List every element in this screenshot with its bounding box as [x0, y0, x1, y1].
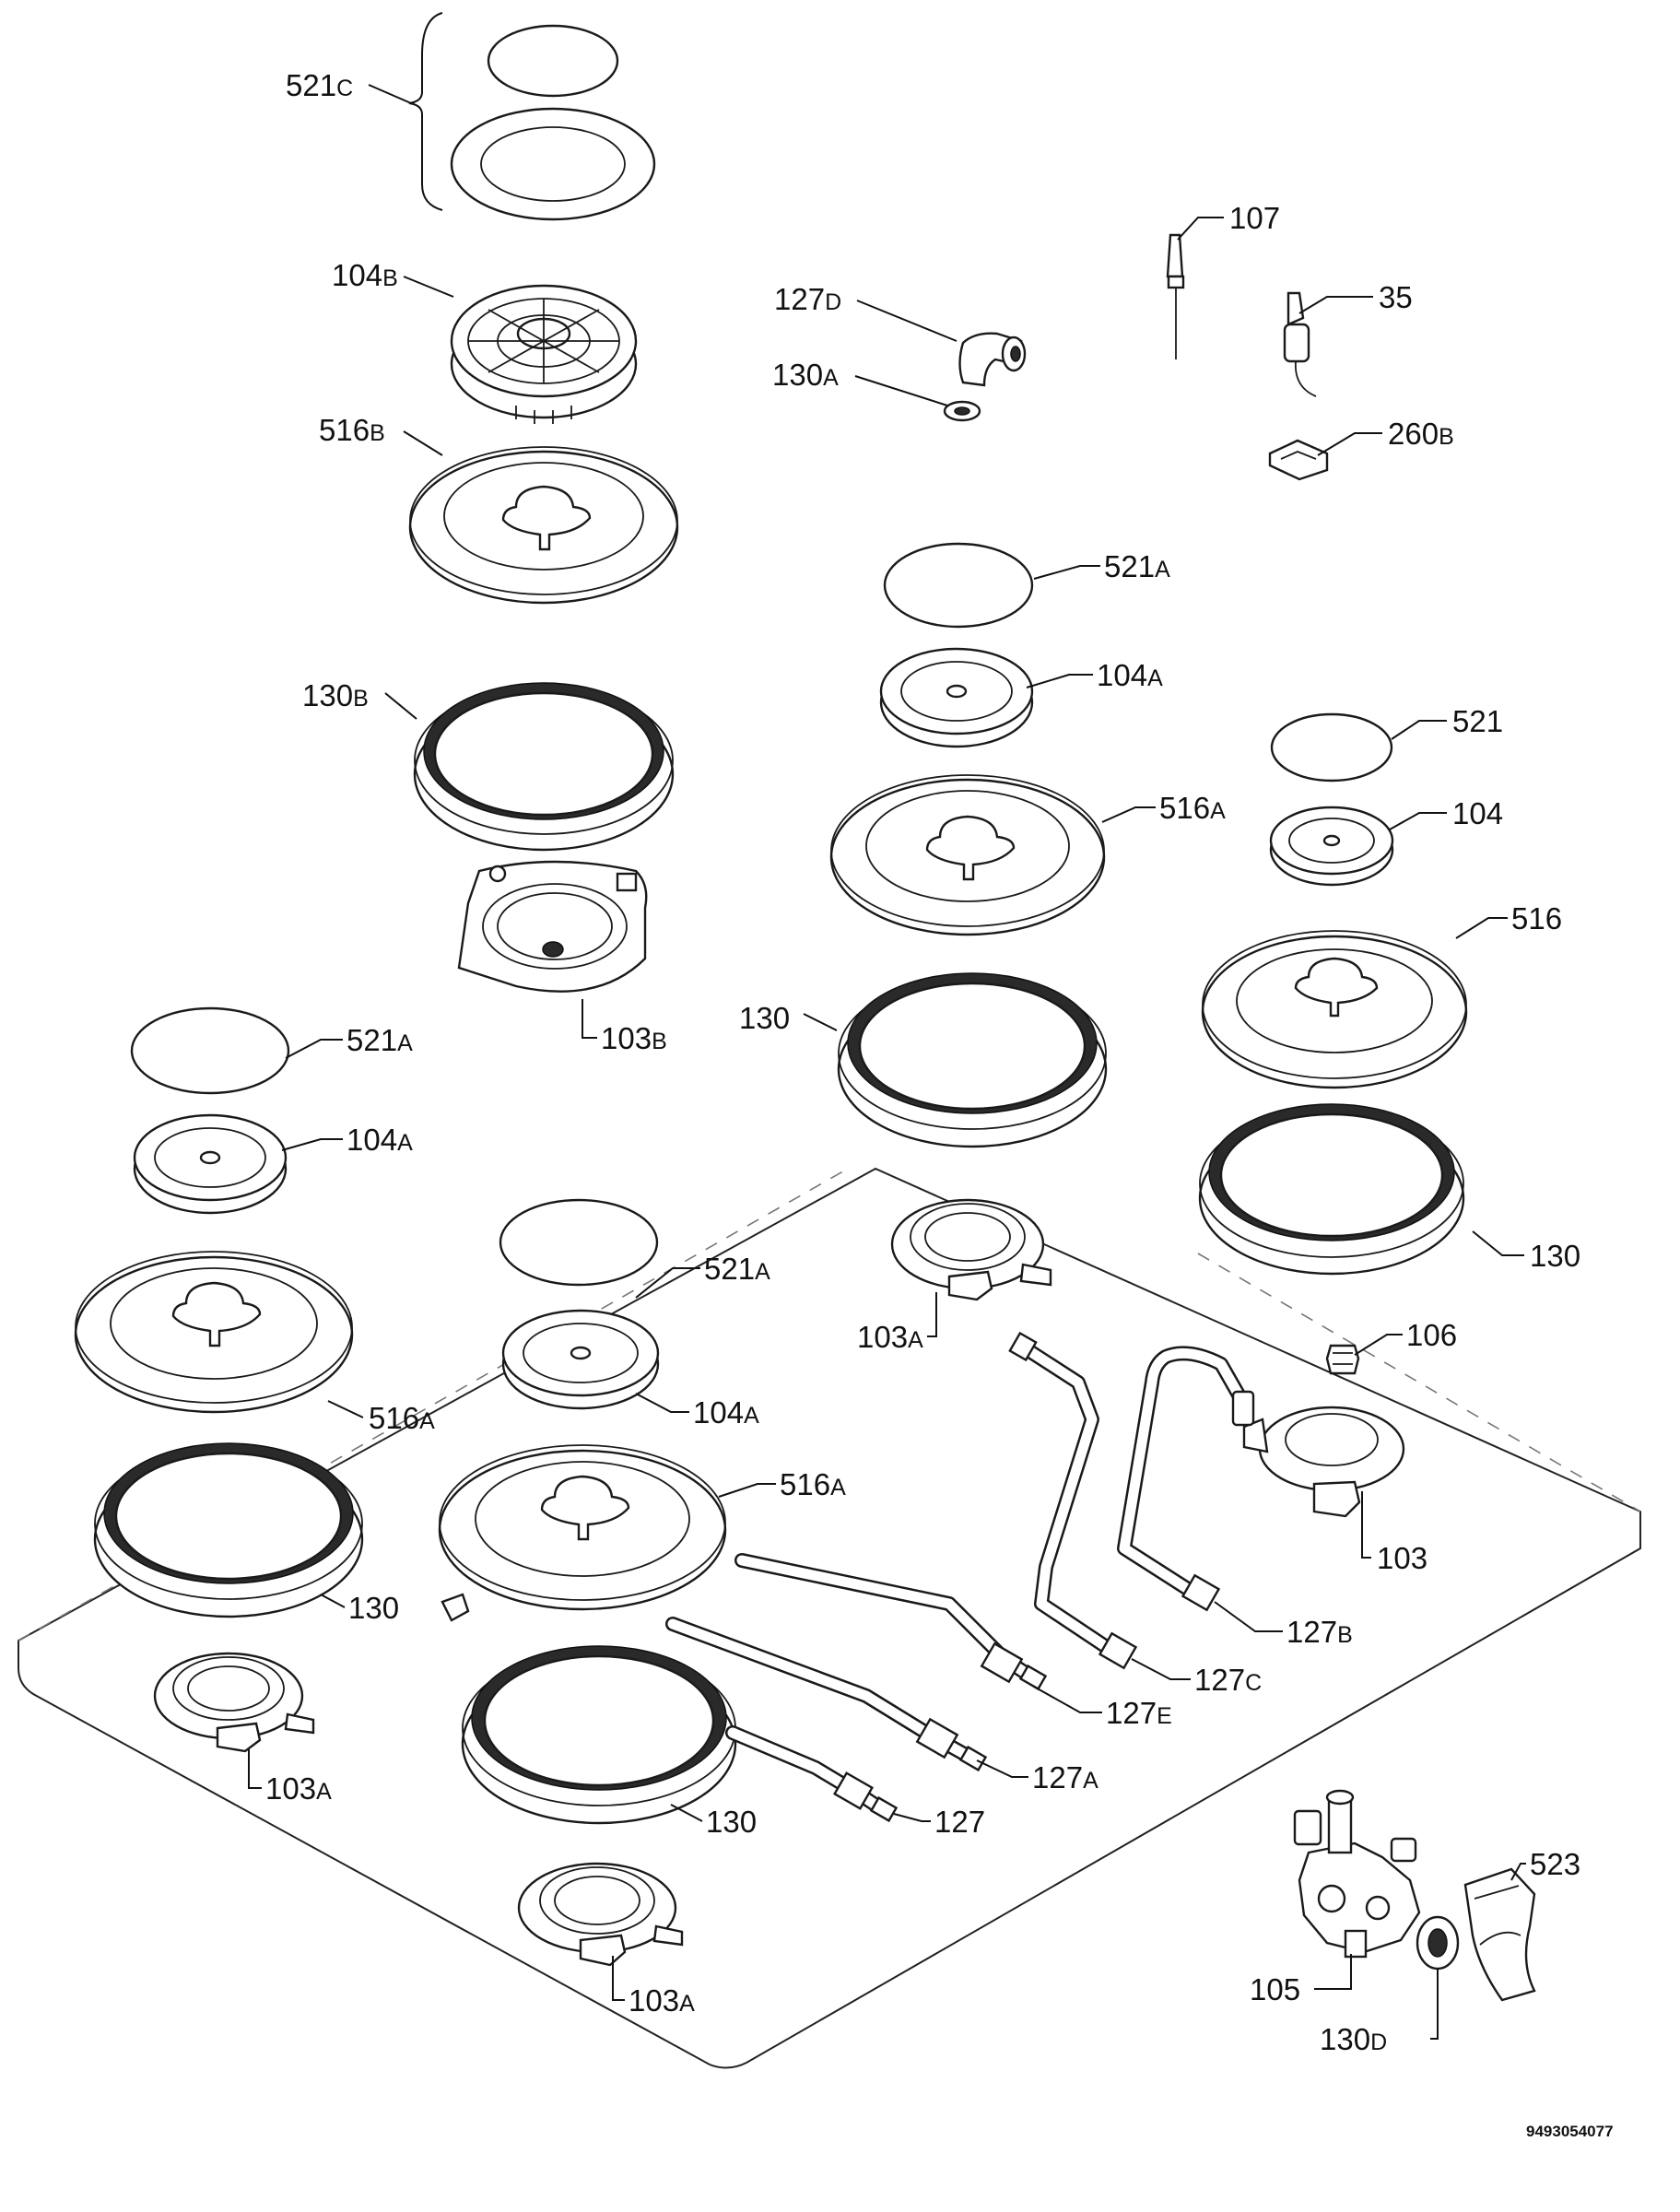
label-127: 127	[934, 1805, 985, 1839]
label-104a-center: 104A	[1097, 658, 1163, 692]
label-516-right: 516	[1511, 901, 1562, 935]
hob-plate	[18, 1167, 1641, 2069]
mounting-clip-523	[1463, 1867, 1536, 2002]
burner-ring-130-mid	[461, 1645, 737, 1825]
label-107: 107	[1229, 201, 1280, 235]
label-104a-mid: 104A	[693, 1395, 759, 1430]
label-516a-mid: 516A	[780, 1467, 846, 1501]
elbow-fitting-127d	[958, 332, 1027, 387]
gas-pipe-127e	[734, 1553, 1048, 1691]
label-104-right: 104	[1452, 796, 1503, 830]
burner-base-103b	[457, 860, 648, 993]
leader-lines	[248, 84, 1526, 2040]
label-260b: 260B	[1388, 417, 1454, 451]
label-521-right: 521	[1452, 704, 1503, 738]
label-127e: 127E	[1106, 1696, 1172, 1730]
burner-ring-130-right	[1198, 1103, 1465, 1276]
label-104b: 104B	[332, 258, 398, 292]
gas-valve-105	[1293, 1789, 1421, 1959]
burner-ring-130-center	[837, 972, 1108, 1148]
label-103a-center: 103A	[857, 1320, 923, 1354]
label-516a-center: 516A	[1159, 791, 1226, 825]
burner-cap-set-521c	[408, 12, 656, 221]
label-130b: 130B	[302, 678, 369, 712]
label-103a-mid: 103A	[629, 1983, 695, 2018]
spillage-well-516-right	[1201, 930, 1468, 1089]
label-130-left: 130	[348, 1591, 399, 1625]
gas-pipe-127b	[1117, 1346, 1255, 1612]
label-127d: 127D	[774, 282, 841, 316]
label-103a-left: 103A	[265, 1771, 332, 1806]
burner-crown-104a-mid	[501, 1309, 660, 1410]
label-103b: 103B	[601, 1021, 667, 1055]
injector-left	[441, 1593, 470, 1622]
label-521c: 521C	[286, 68, 353, 102]
gas-pipe-127c	[1008, 1331, 1138, 1670]
clip-260b	[1268, 439, 1329, 481]
burner-cap-521a-left	[130, 1006, 290, 1095]
washer-130a	[943, 400, 981, 422]
label-521a-center: 521A	[1104, 549, 1170, 583]
burner-cap-521a-center	[883, 542, 1034, 629]
label-130d: 130D	[1320, 2022, 1387, 2056]
injector-106	[1325, 1344, 1360, 1375]
gas-pipe-127	[725, 1725, 899, 1823]
burner-crown-104a-center	[879, 647, 1034, 748]
label-105: 105	[1250, 1972, 1300, 2006]
burner-crown-104a-left	[133, 1113, 288, 1215]
label-130-mid: 130	[706, 1805, 757, 1839]
burner-ring-130b	[413, 682, 675, 852]
label-106: 106	[1406, 1318, 1457, 1352]
label-130a: 130A	[772, 358, 839, 392]
label-130-right: 130	[1530, 1239, 1580, 1273]
burner-base-103a-center	[890, 1198, 1052, 1301]
burner-base-103a-mid	[517, 1862, 684, 1967]
label-521a-left: 521A	[347, 1023, 413, 1057]
burner-cap-521-right	[1270, 712, 1393, 782]
burner-crown-104b	[450, 284, 638, 424]
label-104a-left: 104A	[347, 1123, 413, 1157]
spillage-well-516b	[408, 446, 679, 605]
label-130-center: 130	[739, 1001, 790, 1035]
burner-base-103a-left	[153, 1652, 315, 1753]
burner-ring-130-left	[93, 1442, 364, 1618]
label-521a-mid: 521A	[704, 1252, 770, 1286]
label-127b: 127B	[1286, 1615, 1353, 1649]
label-516a-left: 516A	[369, 1401, 435, 1435]
spillage-well-516a-mid	[438, 1444, 727, 1611]
label-35: 35	[1379, 280, 1413, 314]
diagram-code: 9493054077	[1526, 2123, 1614, 2140]
burner-crown-104-right	[1269, 806, 1394, 887]
burner-base-103-right	[1242, 1406, 1405, 1518]
thermocouple-107	[1166, 233, 1185, 359]
label-103-right: 103	[1377, 1541, 1427, 1575]
spillage-well-516a-left	[74, 1251, 354, 1414]
ignition-electrode-35	[1283, 291, 1317, 397]
burner-cap-521a-mid	[499, 1198, 659, 1287]
gas-pipe-127a	[665, 1617, 988, 1772]
part-labels: 521C 104B 516B 130B 103B 127D 130A 107 3…	[265, 68, 1580, 2056]
label-523: 523	[1530, 1847, 1580, 1881]
label-127a: 127A	[1032, 1760, 1098, 1794]
spillage-well-516a-center	[829, 774, 1106, 936]
label-127c: 127C	[1194, 1663, 1262, 1697]
label-516b: 516B	[319, 413, 385, 447]
gasket-130d	[1416, 1915, 1460, 1971]
